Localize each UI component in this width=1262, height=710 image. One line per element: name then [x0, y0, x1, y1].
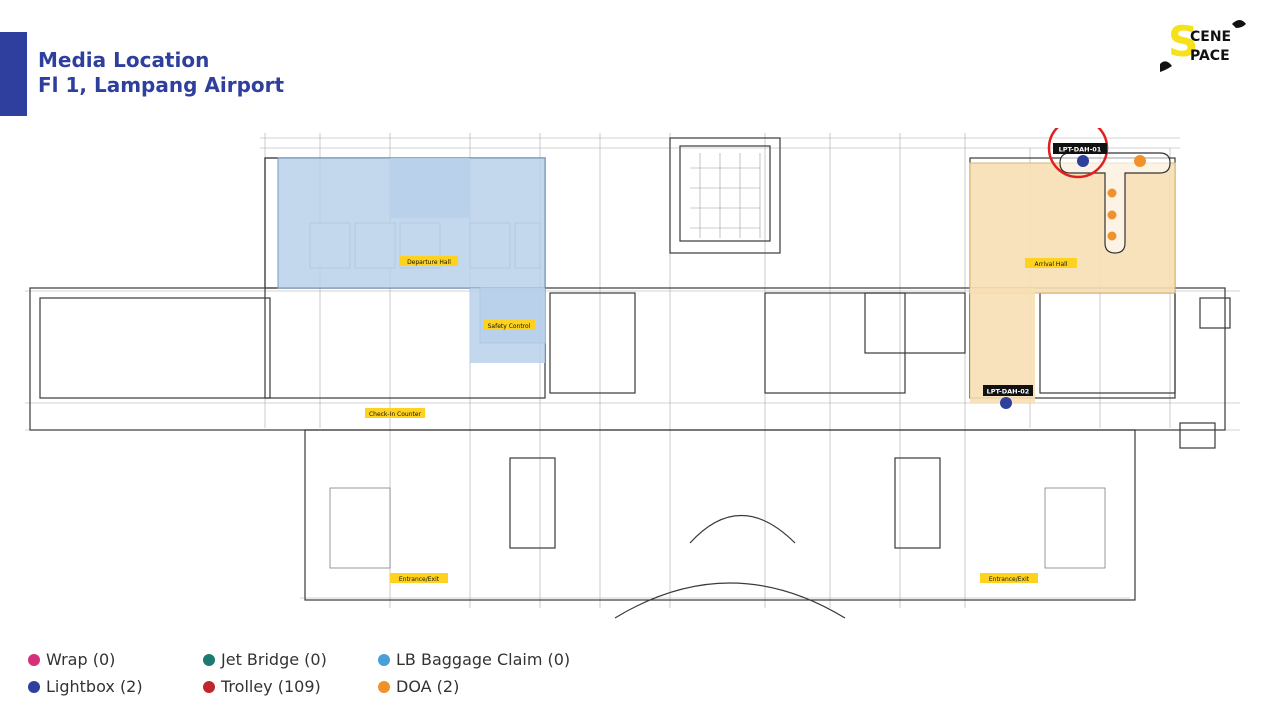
- legend-item-jet-bridge: Jet Bridge (0): [203, 650, 327, 669]
- legend-label-doa: DOA (2): [396, 677, 460, 696]
- arrival-hall-zone: [969, 162, 1176, 294]
- zone-labels: Departure Hall Safety Control Check-In C…: [365, 256, 1077, 583]
- logo-text-bottom: PACE: [1190, 48, 1230, 64]
- doa-marker-01[interactable]: [1134, 155, 1146, 167]
- legend: Wrap (0) Jet Bridge (0) LB Baggage Claim…: [28, 650, 648, 702]
- legend-dot-lightbox: [28, 680, 40, 693]
- label-departure-hall: Departure Hall: [407, 259, 451, 266]
- legend-dot-baggage-claim: [378, 653, 390, 666]
- page-title: Media Location Fl 1, Lampang Airport: [38, 48, 284, 98]
- title-line-2: Fl 1, Lampang Airport: [38, 73, 285, 97]
- label-checkin-counter: Check-In Counter: [369, 411, 422, 418]
- legend-dot-wrap: [28, 653, 40, 666]
- logo-hand-top-icon: [1232, 20, 1246, 28]
- lightbox-marker-02[interactable]: [1000, 397, 1012, 409]
- title-line-1: Media Location: [38, 48, 210, 72]
- departure-hall-upper: [390, 158, 470, 218]
- label-entrance-right: Entrance/Exit: [989, 576, 1030, 583]
- label-arrival-hall: Arrival Hall: [1035, 261, 1068, 268]
- label-safety-control: Safety Control: [488, 323, 531, 330]
- doa-point-c: [1107, 231, 1117, 241]
- legend-dot-trolley: [203, 680, 215, 693]
- legend-label-jet-bridge: Jet Bridge (0): [221, 650, 327, 669]
- lightbox-marker-01[interactable]: [1077, 155, 1089, 167]
- marker-label-lpt-dah-02: LPT-DAH-02: [987, 388, 1030, 396]
- logo-text-top: CENE: [1190, 29, 1231, 45]
- legend-label-wrap: Wrap (0): [46, 650, 116, 669]
- floor-plan: Departure Hall Safety Control Check-In C…: [25, 128, 1240, 619]
- legend-item-baggage-claim: LB Baggage Claim (0): [378, 650, 570, 669]
- logo-letter-s: S: [1168, 17, 1198, 66]
- label-entrance-left: Entrance/Exit: [399, 576, 440, 583]
- legend-label-trolley: Trolley (109): [221, 677, 321, 696]
- legend-label-baggage-claim: LB Baggage Claim (0): [396, 650, 571, 669]
- legend-dot-doa: [378, 680, 390, 693]
- doa-point-a: [1107, 188, 1117, 198]
- legend-item-wrap: Wrap (0): [28, 650, 115, 669]
- legend-item-doa: DOA (2): [378, 677, 459, 696]
- doa-point-b: [1107, 210, 1117, 220]
- legend-dot-jet-bridge: [203, 653, 215, 666]
- title-accent-bar: [0, 32, 27, 116]
- marker-label-bg-01: [1053, 143, 1107, 154]
- logo-hand-bottom-icon: [1160, 61, 1172, 72]
- arrival-hall-corridor: [970, 288, 1035, 403]
- legend-item-lightbox: Lightbox (2): [28, 677, 143, 696]
- legend-item-trolley: Trolley (109): [203, 677, 321, 696]
- marker-label-bg-02: [983, 385, 1033, 396]
- baggage-carousel: [1059, 152, 1171, 254]
- legend-label-lightbox: Lightbox (2): [46, 677, 143, 696]
- plan-grid-ceiling: [690, 153, 761, 238]
- scene-space-logo: S CENE PACE: [1160, 17, 1246, 72]
- media-markers: LPT-DAH-01 LPT-DAH-02: [983, 128, 1146, 409]
- marker-label-lpt-dah-01: LPT-DAH-01: [1059, 146, 1102, 154]
